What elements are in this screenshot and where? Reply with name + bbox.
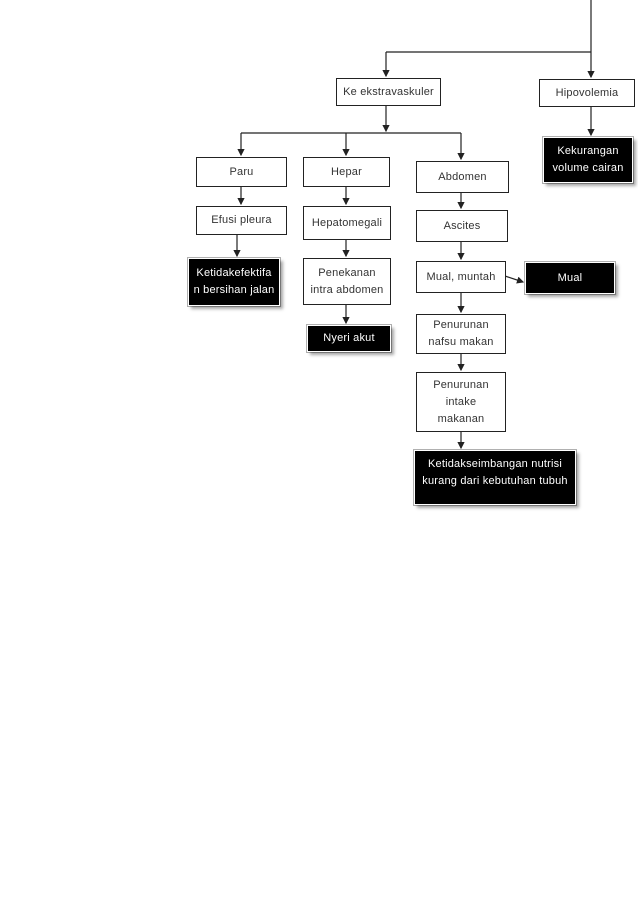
node-hipovolemia: Hipovolemia [539, 79, 635, 107]
edge-mual-muntah-mual [504, 275, 525, 284]
node-ekstravaskuler: Ke ekstravaskuler [336, 78, 441, 106]
node-penurunan-nafsu-makan: Penurunan nafsu makan [416, 314, 506, 354]
node-penekanan-intra-abdomen: Penekanan intra abdomen [303, 258, 391, 305]
node-efusi-pleura: Efusi pleura [196, 206, 287, 235]
node-hepatomegali: Hepatomegali [303, 206, 391, 240]
node-kekurangan-volume-cairan: Kekurangan volume cairan [543, 137, 633, 183]
node-nyeri-akut: Nyeri akut [307, 325, 391, 352]
node-penurunan-intake-makanan: Penurunan intake makanan [416, 372, 506, 432]
node-hepar: Hepar [303, 157, 390, 187]
node-mual-muntah: Mual, muntah [416, 261, 506, 293]
node-mual: Mual [525, 262, 615, 294]
node-paru: Paru [196, 157, 287, 187]
node-ketidakseimbangan-nutrisi: Ketidakseimbangan nutrisi kurang dari ke… [414, 450, 576, 505]
node-ascites: Ascites [416, 210, 508, 242]
node-ketidakefektifan-bersihan-jalan: Ketidakefektifa n bersihan jalan [188, 258, 280, 306]
node-abdomen: Abdomen [416, 161, 509, 193]
